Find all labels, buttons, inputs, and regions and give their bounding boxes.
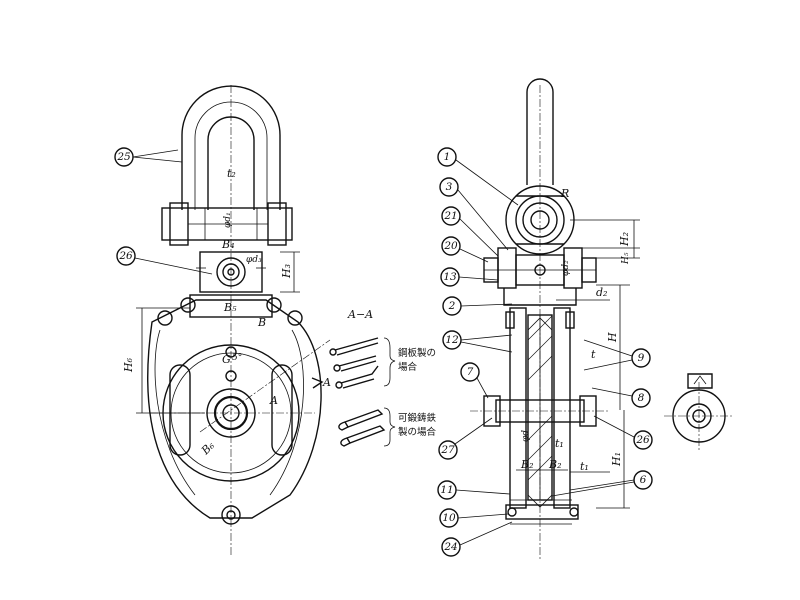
balloon-25-text: 25 (116, 151, 131, 163)
balloon-26-right: 26 (635, 434, 650, 446)
section-a-a: A−A 鋼板製の 場合 可鍛鋳鉄 製の場合 (329, 308, 437, 447)
section-title: A−A (347, 308, 373, 321)
side-view: H₂ H₅ H H₁ R φd₂ d₂ t φd t₁ B₂ B₂ t₁ 1 3… (437, 78, 653, 560)
dim-phi-d1: φd₁ (223, 212, 233, 228)
dim-phi-d: φd (521, 430, 531, 442)
dim-r: R (560, 187, 569, 200)
balloon-9: 9 (638, 352, 645, 364)
dim-g: G (222, 353, 231, 366)
balloon-3: 3 (446, 181, 453, 193)
dim-b2-left: B₂ (520, 458, 534, 471)
swivel-block (196, 251, 266, 293)
dim-h: H (606, 332, 619, 343)
note-iron-line2: 製の場合 (398, 426, 437, 438)
dim-phi-d3: φd₃ (246, 255, 262, 265)
balloon-10: 10 (442, 512, 456, 524)
dim-t: t (591, 348, 596, 361)
note-steel-line2: 場合 (398, 361, 418, 373)
dim-d2: d₂ (596, 286, 607, 299)
split-pins-iron (338, 409, 386, 447)
dim-angle: 5° (232, 353, 242, 363)
sheave-hatching (527, 315, 553, 481)
dim-b4: B₄ (221, 238, 235, 251)
dim-h5: H₅ (621, 252, 631, 265)
balloon-26-left-text: 26 (118, 250, 133, 262)
balloon-1: 1 (444, 151, 451, 163)
note-steel-line1: 鋼板製の (398, 347, 436, 359)
balloon-11: 11 (440, 484, 453, 496)
split-pins-steel (329, 337, 379, 389)
dim-b: B (257, 316, 266, 329)
dim-b5: B₅ (223, 301, 237, 314)
balloon-8: 8 (638, 392, 645, 404)
balloon-13: 13 (443, 271, 457, 283)
balloon-7: 7 (467, 366, 474, 378)
dim-phi-d2: φd₂ (561, 260, 571, 276)
balloon-20: 20 (443, 240, 458, 252)
front-view: A A H₆ H₃ t₂ φd₁ B₄ φd₃ B₅ B G 5° B₆ 25 … (114, 85, 331, 555)
dim-h1: H₁ (610, 452, 623, 467)
balloon-21: 21 (443, 210, 457, 222)
balloon-6: 6 (640, 474, 647, 486)
dim-b2-right: B₂ (548, 458, 562, 471)
dim-h3: H₃ (280, 264, 293, 279)
dim-t1-top: t₁ (555, 437, 564, 450)
dim-t2: t₂ (227, 167, 236, 180)
note-iron-line1: 可鍛鋳鉄 (398, 412, 437, 424)
dim-h6: H₆ (122, 357, 135, 373)
label-section-a-left: A (269, 394, 278, 407)
dim-t1-right: t₁ (580, 460, 589, 473)
detail-view (664, 373, 734, 450)
balloon-2: 2 (448, 300, 456, 312)
label-section-a-right: A (322, 376, 331, 389)
dim-h2: H₂ (618, 232, 631, 247)
balloon-27: 27 (440, 444, 455, 456)
housing (147, 294, 322, 525)
balloon-26-left (116, 246, 136, 266)
dim-b6: B₆ (198, 439, 217, 458)
balloon-24: 24 (443, 541, 457, 553)
balloon-12: 12 (445, 334, 459, 346)
